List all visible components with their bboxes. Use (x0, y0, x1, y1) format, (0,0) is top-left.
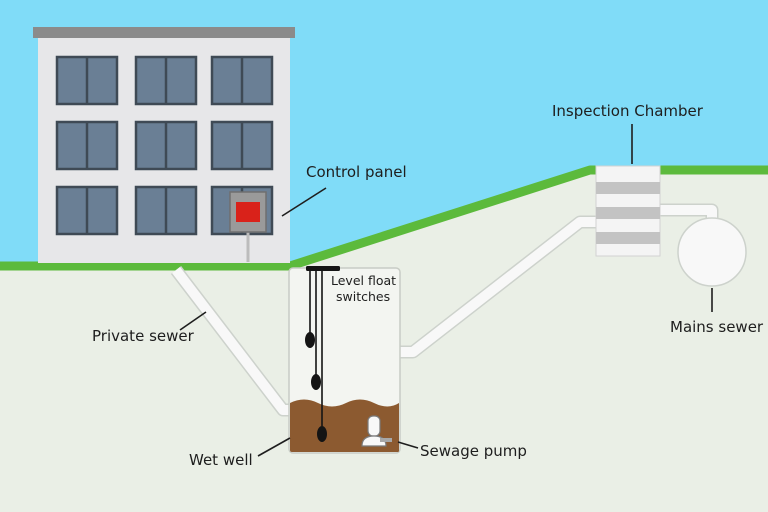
wet-well (288, 266, 401, 454)
leader-control-panel (281, 187, 327, 217)
label-inspection-chamber: Inspection Chamber (552, 102, 703, 120)
leader-private-sewer (179, 311, 207, 331)
inspection-chamber-band (596, 207, 660, 219)
label-mains-sewer: Mains sewer (670, 318, 764, 336)
control-panel-light (236, 202, 260, 222)
label-level-float-switches-line1: Level float (331, 273, 397, 288)
grass-line (0, 165, 768, 271)
mains-sewer-pipe (677, 217, 747, 287)
float-switch-high (305, 332, 315, 348)
sewage-pump (361, 415, 392, 447)
building-windows (55, 55, 274, 236)
inspection-chamber (595, 165, 661, 257)
label-sewage-pump: Sewage pump (420, 442, 527, 460)
float-switch-mount (306, 266, 340, 271)
label-private-sewer: Private sewer (92, 327, 194, 345)
inspection-chamber-band (596, 232, 660, 244)
control-panel (229, 191, 267, 262)
leader-wet-well (257, 437, 291, 457)
level-float-switches (305, 266, 340, 442)
float-switch-mid (311, 374, 321, 390)
leader-lines (179, 124, 713, 457)
building-roof (33, 27, 295, 38)
label-control-panel: Control panel (306, 163, 407, 181)
float-switch-low (317, 426, 327, 442)
leader-sewage-pump (397, 441, 419, 449)
building (33, 27, 295, 263)
inspection-chamber-band (596, 182, 660, 194)
label-level-float-switches-line2: switches (336, 289, 391, 304)
label-wet-well: Wet well (189, 451, 253, 469)
